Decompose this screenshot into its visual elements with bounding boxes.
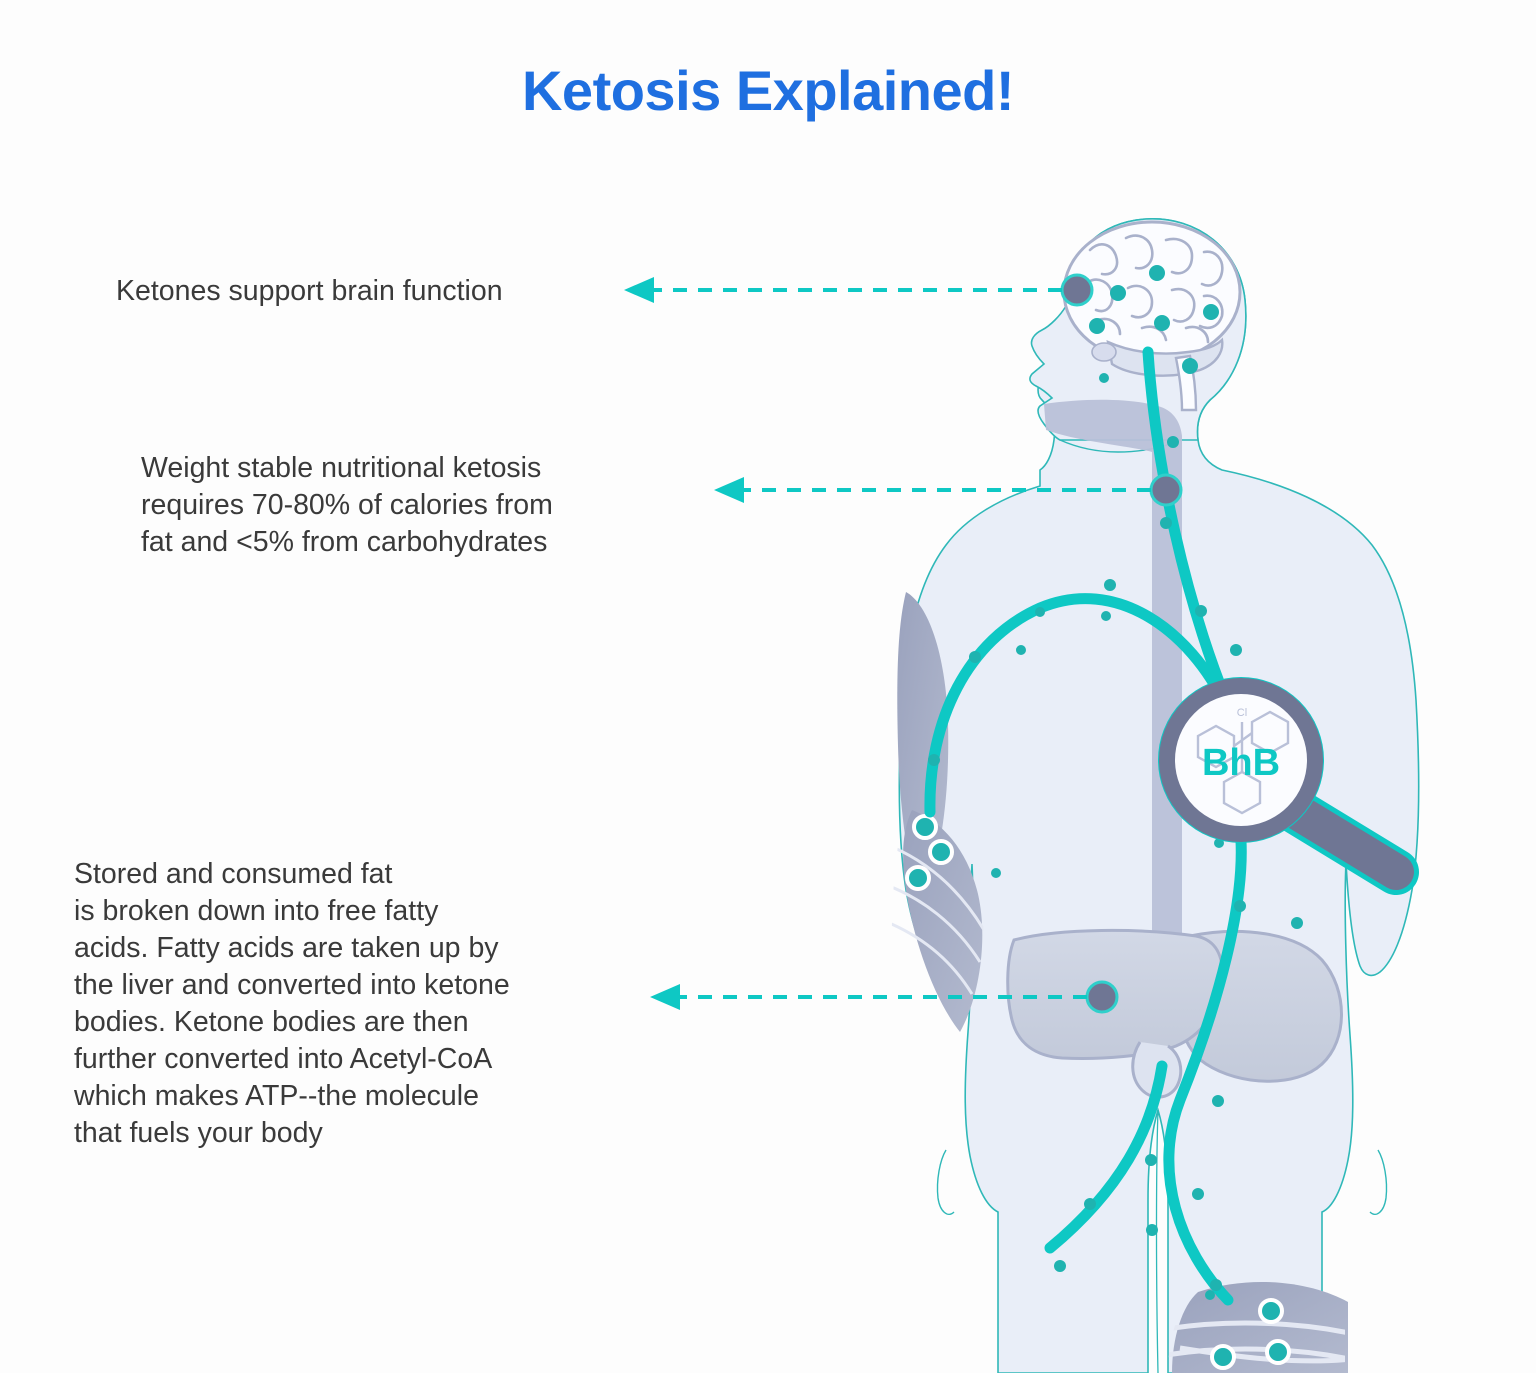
page-title: Ketosis Explained! xyxy=(521,59,1015,122)
fat-cell-markers xyxy=(905,814,954,891)
connector-diet xyxy=(714,473,1183,507)
arrowhead-diet xyxy=(714,477,744,503)
liver-anchor-dot xyxy=(1085,980,1119,1014)
magnifier-handle xyxy=(1268,787,1414,890)
arrowhead-brain xyxy=(624,277,654,303)
thigh-cell-markers xyxy=(1210,1298,1291,1370)
connector-brain xyxy=(624,273,1094,307)
callout-connectors xyxy=(624,273,1183,1010)
callout-text-liver: Stored and consumed fat is broken down i… xyxy=(74,858,510,1149)
magnifier-bhb[interactable]: Cl BhB xyxy=(1158,677,1419,895)
molecule-diagram: Cl xyxy=(1196,707,1290,815)
brain-organ xyxy=(1062,220,1242,412)
neck-anchor-dot xyxy=(1149,473,1183,507)
magnifier-label: BhB xyxy=(1202,742,1280,784)
callout-text-brain: Ketones support brain function xyxy=(116,275,503,307)
molecule-atom-label: Cl xyxy=(1237,707,1247,719)
forearm-fat-tissue xyxy=(891,810,984,1032)
brain-anchor-dot xyxy=(1060,273,1094,307)
pathway-brain-to-blood xyxy=(1142,346,1232,706)
esophagus-column xyxy=(1044,399,1182,940)
thigh-muscle-tissue xyxy=(1168,1281,1348,1373)
ketone-particles xyxy=(928,373,1303,1300)
callout-text-diet: Weight stable nutritional ketosis requir… xyxy=(141,452,553,558)
arrowhead-liver xyxy=(650,984,680,1010)
pathway-crossing-left xyxy=(1044,1060,1168,1254)
connector-liver xyxy=(650,984,1087,1010)
